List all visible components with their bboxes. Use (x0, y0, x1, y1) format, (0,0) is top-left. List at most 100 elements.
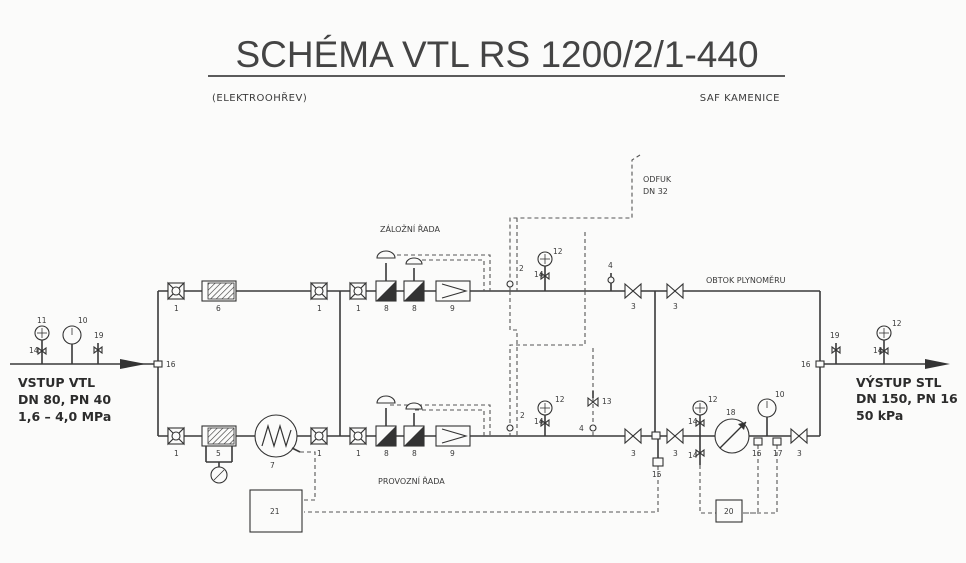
item-numbers: 11 14 10 19 16 1 6 1 1 8 8 9 2 12 14 4 3… (29, 247, 902, 516)
operating-line-label: PROVOZNÍ ŘADA (378, 475, 445, 486)
gate-valve-3b (666, 282, 684, 300)
num-3d: 3 (673, 449, 678, 458)
outlet-label-2: DN 150, PN 16 (856, 391, 958, 406)
gauge-12-operating (537, 400, 553, 436)
outlet-label-3: 50 kPa (856, 408, 903, 423)
silencer-9b (435, 425, 471, 447)
safety-valve-2a (506, 280, 514, 288)
safety-valve-2b (506, 424, 514, 432)
sensor-16-outlet (815, 360, 825, 368)
num-12b: 12 (555, 395, 565, 404)
filter-6 (201, 280, 237, 302)
num-3a: 3 (631, 302, 636, 311)
reserve-line-label: ZÁLOŽNÍ ŘADA (380, 223, 441, 234)
num-3c: 3 (631, 449, 636, 458)
ball-valve-1e (310, 426, 328, 446)
num-9a: 9 (450, 304, 455, 313)
num-19-outlet: 19 (830, 331, 840, 340)
inlet-label-3: 1,6 – 4,0 MPa (18, 409, 111, 424)
num-14c: 14 (688, 417, 698, 426)
num-1f: 1 (356, 449, 361, 458)
inlet-label-1: VSTUP VTL (18, 375, 95, 390)
valve-4b (589, 424, 597, 432)
sensor-15 (652, 436, 664, 467)
gauge-12-meter (692, 400, 708, 465)
num-14d: 14 (688, 451, 698, 460)
gauge-10-inlet (62, 325, 82, 364)
num-8d: 8 (412, 449, 417, 458)
num-7: 7 (270, 461, 275, 470)
gauge-11 (34, 325, 50, 364)
num-3e: 3 (797, 449, 802, 458)
valve-4a (607, 273, 615, 291)
regulator-8d (403, 402, 425, 447)
num-16-inlet: 16 (166, 360, 176, 369)
sensor-16-meter (753, 437, 763, 446)
num-14a: 14 (534, 270, 544, 279)
gauge-10-outlet (757, 398, 777, 436)
main-piping (10, 290, 935, 437)
num-13: 13 (602, 397, 612, 406)
num-21: 21 (270, 507, 280, 516)
num-12c: 12 (708, 395, 718, 404)
num-2b: 2 (520, 411, 525, 420)
num-12-outlet: 12 (892, 319, 902, 328)
num-3b: 3 (673, 302, 678, 311)
num-12a: 12 (553, 247, 563, 256)
num-16-outlet: 16 (801, 360, 811, 369)
heat-exchanger-7 (254, 414, 301, 458)
ball-valve-1a (167, 281, 185, 301)
page-title: SCHÉMA VTL RS 1200/2/1-440 (235, 34, 758, 75)
subtitle-left: (ELEKTROOHŘEV) (212, 91, 307, 104)
num-16-meter: 16 (752, 449, 762, 458)
subtitle-right: SAF KAMENICE (700, 93, 780, 104)
flow-meter-18 (714, 418, 750, 454)
gauge-12-outlet (876, 325, 892, 364)
gauge-12-reserve (537, 251, 553, 291)
filter-5 (201, 425, 237, 484)
inlet-arrow (120, 359, 146, 369)
safety-valve-13 (587, 391, 599, 408)
test-point-19-outlet (831, 343, 841, 364)
num-14-inlet: 14 (29, 346, 39, 355)
bypass-label: OBTOK PLYNOMĚRU (706, 274, 786, 285)
num-8a: 8 (384, 304, 389, 313)
ball-valve-1b (310, 281, 328, 301)
num-17: 17 (773, 449, 783, 458)
num-10-outlet: 10 (775, 390, 785, 399)
sensor-16-inlet (153, 360, 163, 368)
num-5: 5 (216, 449, 221, 458)
num-1e: 1 (317, 449, 322, 458)
vent-label: ODFUK (643, 175, 672, 184)
num-1d: 1 (174, 449, 179, 458)
num-20: 20 (724, 507, 734, 516)
num-8b: 8 (412, 304, 417, 313)
regulator-8c (375, 395, 397, 447)
control-unit-20 (715, 499, 743, 523)
num-15: 15 (652, 470, 662, 479)
num-1b: 1 (317, 304, 322, 313)
num-19-inlet: 19 (94, 331, 104, 340)
num-8c: 8 (384, 449, 389, 458)
sensor-17-meter (772, 437, 782, 446)
num-4a: 4 (608, 261, 613, 270)
vent-size-label: DN 32 (643, 187, 668, 196)
test-point-19-inlet (93, 343, 103, 364)
silencer-9a (435, 280, 471, 302)
num-1c: 1 (356, 304, 361, 313)
regulator-8a (375, 250, 397, 302)
num-2a: 2 (519, 264, 524, 273)
inlet-label-2: DN 80, PN 40 (18, 392, 111, 407)
num-9b: 9 (450, 449, 455, 458)
ball-valve-1f (349, 426, 367, 446)
gate-valve-3a (624, 282, 642, 300)
num-14b: 14 (534, 417, 544, 426)
num-4b: 4 (579, 424, 584, 433)
regulator-8b (403, 257, 425, 302)
outlet-label-1: VÝSTUP STL (856, 375, 941, 390)
num-1a: 1 (174, 304, 179, 313)
gate-valve-3e (790, 427, 808, 445)
num-11: 11 (37, 316, 47, 325)
